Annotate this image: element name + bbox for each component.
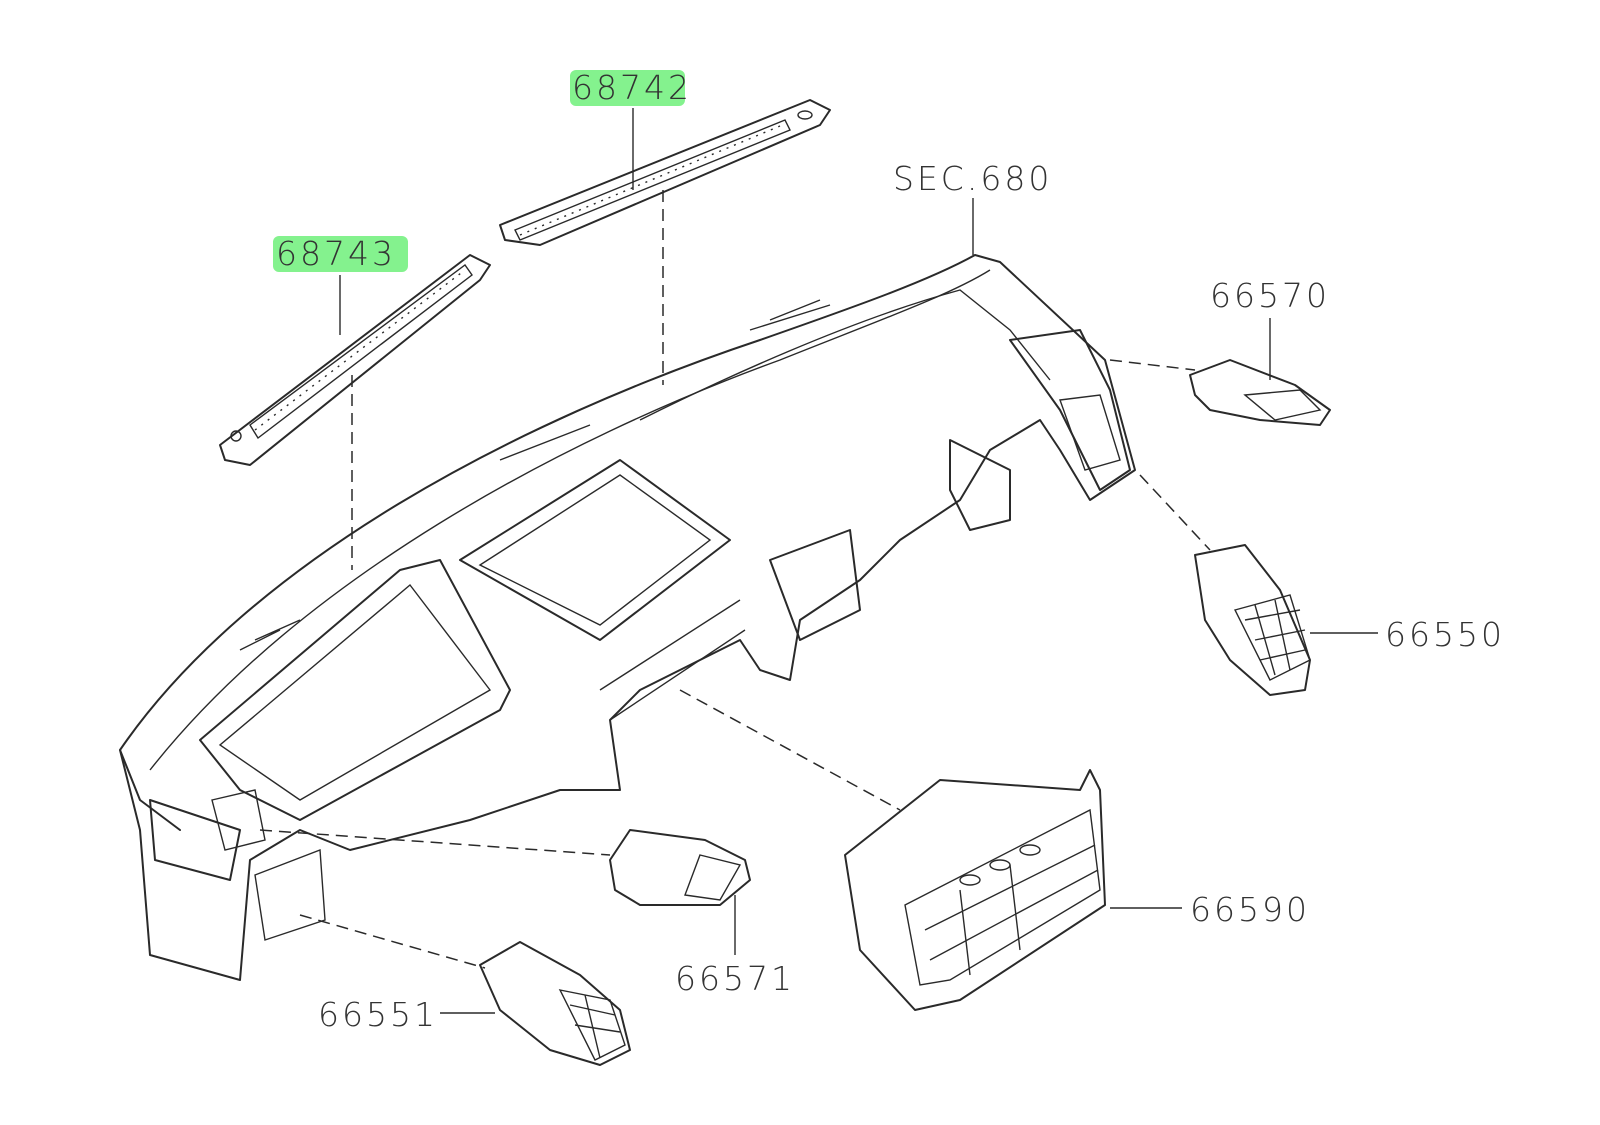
part-label-68743: 68743	[276, 234, 396, 273]
part-label-66590: 66590	[1190, 890, 1310, 929]
part-label-66570: 66570	[1210, 276, 1330, 315]
part-66571-side-vent	[609, 829, 751, 906]
part-label-66550: 66550	[1385, 615, 1505, 654]
highlight-68743	[273, 236, 408, 272]
part-label-66571: 66571	[675, 959, 795, 998]
instrument-panel	[119, 254, 1136, 981]
section-label-sec680: SEC.680	[893, 159, 1052, 198]
part-66550-side-vent	[1194, 544, 1311, 696]
part-68742-defroster-grille	[499, 99, 831, 246]
part-66590-center-vent	[844, 769, 1106, 1011]
part-label-66551: 66551	[318, 995, 438, 1034]
highlight-68742	[570, 70, 685, 106]
part-68743-defroster-grille	[219, 254, 491, 466]
leader-lines	[339, 108, 1378, 1014]
assembly-dashed-lines	[259, 190, 1211, 969]
part-label-68742: 68742	[572, 68, 692, 107]
part-66570-side-vent	[1189, 359, 1331, 426]
part-66551-side-vent	[479, 941, 631, 1066]
